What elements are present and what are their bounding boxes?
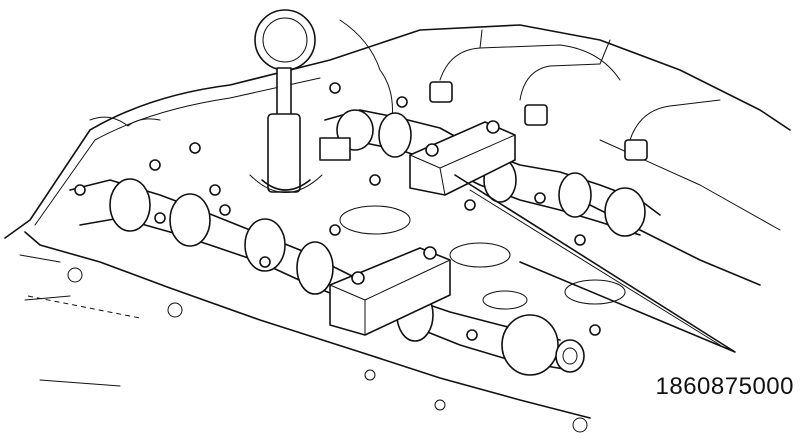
bearing-bolts (75, 83, 600, 340)
cylinder-head-housing (5, 25, 790, 418)
lower-bearing-cap (330, 247, 450, 335)
upper-bearing-cap (410, 121, 515, 195)
dial-gauge-tool (250, 10, 393, 193)
upper-camshaft (320, 110, 660, 236)
valve-seat-openings (68, 206, 625, 432)
reference-number: 1860875000 (655, 373, 794, 400)
ignition-wire-connectors (430, 30, 720, 160)
feeler-wedge (455, 175, 735, 352)
